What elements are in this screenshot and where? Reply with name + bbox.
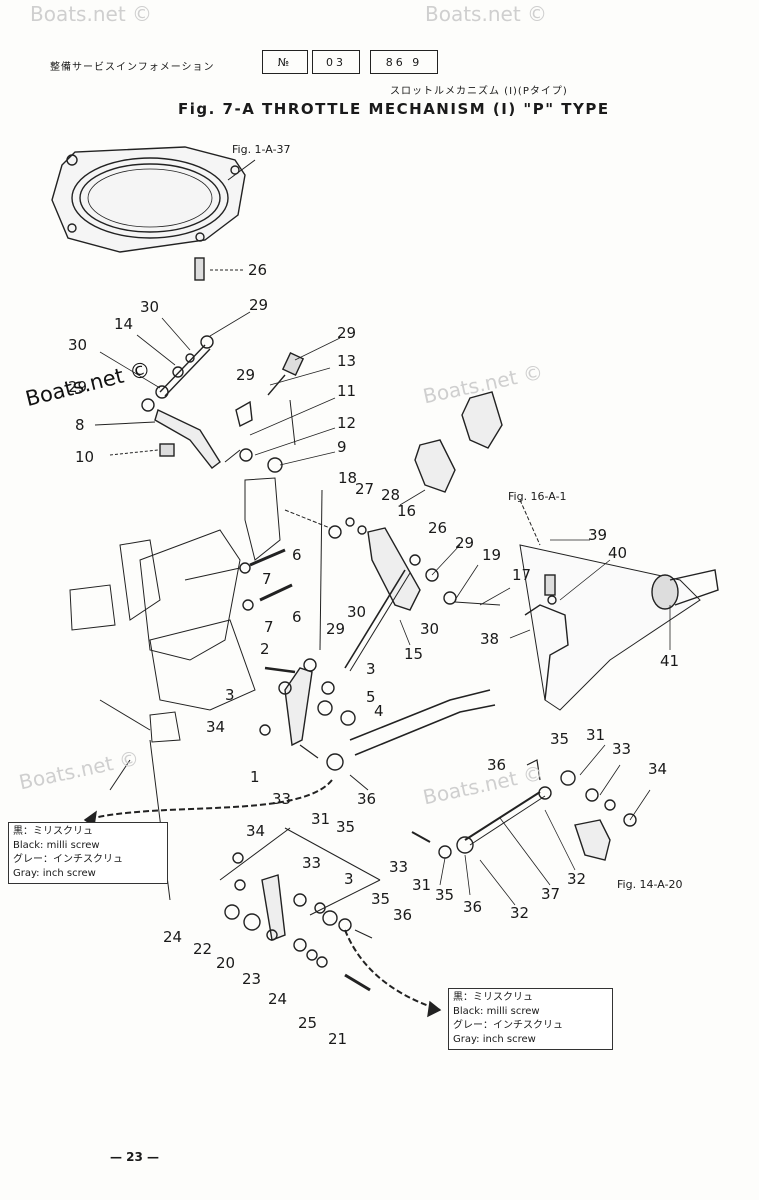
part-number: 40 bbox=[608, 544, 628, 562]
part-number: 29 bbox=[337, 324, 357, 342]
part-number: 24 bbox=[268, 990, 288, 1008]
part-number: 23 bbox=[242, 970, 262, 988]
part-number: 13 bbox=[337, 352, 357, 370]
legend-jp-gray: グレー：インチスクリュ bbox=[13, 854, 123, 865]
part-number: 18 bbox=[338, 469, 358, 487]
part-number: 25 bbox=[298, 1014, 318, 1032]
part-number: 30 bbox=[420, 620, 440, 638]
part-number: 26 bbox=[248, 261, 268, 279]
fig-ref-14a20: Fig. 14-A-20 bbox=[617, 878, 683, 891]
legend-black: Black: milli screw bbox=[13, 840, 100, 851]
part-number: 33 bbox=[389, 858, 409, 876]
legend-gray: Gray: inch screw bbox=[13, 868, 96, 879]
part-number: 31 bbox=[586, 726, 606, 744]
part-number: 34 bbox=[206, 718, 226, 736]
part-number: 27 bbox=[355, 480, 375, 498]
part-number: 32 bbox=[567, 870, 587, 888]
part-number: 5 bbox=[366, 688, 376, 706]
figure-title: Fig. 7-A THROTTLE MECHANISM (I) "P" TYPE bbox=[178, 100, 610, 118]
part-number: 1 bbox=[250, 768, 260, 786]
number-box: № bbox=[262, 50, 308, 74]
part-number: 36 bbox=[487, 756, 507, 774]
part-number: 9 bbox=[337, 438, 347, 456]
legend-jp-black: 黒：ミリスクリュ bbox=[13, 826, 93, 837]
part-number: 33 bbox=[612, 740, 632, 758]
part-number: 26 bbox=[428, 519, 448, 537]
legend-black: Black: milli screw bbox=[453, 1006, 540, 1017]
part-number: 19 bbox=[482, 546, 502, 564]
part-number: 16 bbox=[397, 502, 417, 520]
part-number: 39 bbox=[588, 526, 608, 544]
part-number: 3 bbox=[366, 660, 376, 678]
part-number: 3 bbox=[344, 870, 354, 888]
legend-jp-black: 黒：ミリスクリュ bbox=[453, 992, 533, 1003]
part-number: 29 bbox=[236, 366, 256, 384]
part-number: 21 bbox=[328, 1030, 348, 1048]
part-number: 24 bbox=[163, 928, 183, 946]
part-number: 35 bbox=[371, 890, 391, 908]
part-number: 30 bbox=[68, 336, 88, 354]
engine-block bbox=[69, 477, 281, 901]
legend-jp-gray: グレー：インチスクリュ bbox=[453, 1020, 563, 1031]
watermark: Boats.net © bbox=[30, 2, 153, 26]
part-number: 30 bbox=[140, 298, 160, 316]
part-number: 37 bbox=[541, 885, 561, 903]
part-number: 32 bbox=[510, 904, 530, 922]
legend-gray: Gray: inch screw bbox=[453, 1034, 536, 1045]
part-number: 2 bbox=[260, 640, 270, 658]
part-number: 28 bbox=[381, 486, 401, 504]
header-japanese-label: 整備サービスインフォメーション bbox=[50, 62, 215, 73]
part-number: 6 bbox=[292, 546, 302, 564]
part-number: 33 bbox=[272, 790, 292, 808]
part-number: 4 bbox=[374, 702, 384, 720]
subtitle-japanese: スロットルメカニズム (I)(Pタイプ) bbox=[390, 86, 568, 97]
legend-screw-types-left: 黒：ミリスクリュ Black: milli screw グレー：インチスクリュ … bbox=[8, 822, 168, 884]
fig-ref-16a1: Fig. 16-A-1 bbox=[508, 490, 567, 503]
part-number: 35 bbox=[435, 886, 455, 904]
part-number: 20 bbox=[216, 954, 236, 972]
part-number: 7 bbox=[264, 618, 274, 636]
watermark: Boats.net © bbox=[425, 2, 548, 26]
part-number: 31 bbox=[311, 810, 331, 828]
part-number: 14 bbox=[114, 315, 134, 333]
part-number: 35 bbox=[550, 730, 570, 748]
part-number: 29 bbox=[249, 296, 269, 314]
part-number: 31 bbox=[412, 876, 432, 894]
date-box: 86 9 bbox=[370, 50, 438, 74]
page-number: — 23 — bbox=[110, 1150, 160, 1164]
part-number: 6 bbox=[292, 608, 302, 626]
part-number: 36 bbox=[357, 790, 377, 808]
part-number: 38 bbox=[480, 630, 500, 648]
part-number: 12 bbox=[337, 414, 357, 432]
part-number: 10 bbox=[75, 448, 95, 466]
part-number: 29 bbox=[326, 620, 346, 638]
code-box: 03 bbox=[312, 50, 360, 74]
part-number: 3 bbox=[225, 686, 235, 704]
fig-ref-1a37: Fig. 1-A-37 bbox=[232, 143, 291, 156]
part-number: 34 bbox=[246, 822, 266, 840]
part-number: 30 bbox=[347, 603, 367, 621]
part-number: 33 bbox=[302, 854, 322, 872]
part-number: 17 bbox=[512, 566, 532, 584]
part-number: 34 bbox=[648, 760, 668, 778]
part-number: 36 bbox=[463, 898, 483, 916]
part-number: 7 bbox=[262, 570, 272, 588]
gasket-ring bbox=[51, 146, 256, 253]
part-number: 15 bbox=[404, 645, 424, 663]
part-number: 8 bbox=[75, 416, 85, 434]
part-number: 41 bbox=[660, 652, 680, 670]
part-number: 11 bbox=[337, 382, 357, 400]
part-number: 22 bbox=[193, 940, 213, 958]
part-number: 29 bbox=[68, 378, 88, 396]
legend-screw-types-right: 黒：ミリスクリュ Black: milli screw グレー：インチスクリュ … bbox=[448, 988, 613, 1050]
part-number: 35 bbox=[336, 818, 356, 836]
part-number: 29 bbox=[455, 534, 475, 552]
part-number: 36 bbox=[393, 906, 413, 924]
